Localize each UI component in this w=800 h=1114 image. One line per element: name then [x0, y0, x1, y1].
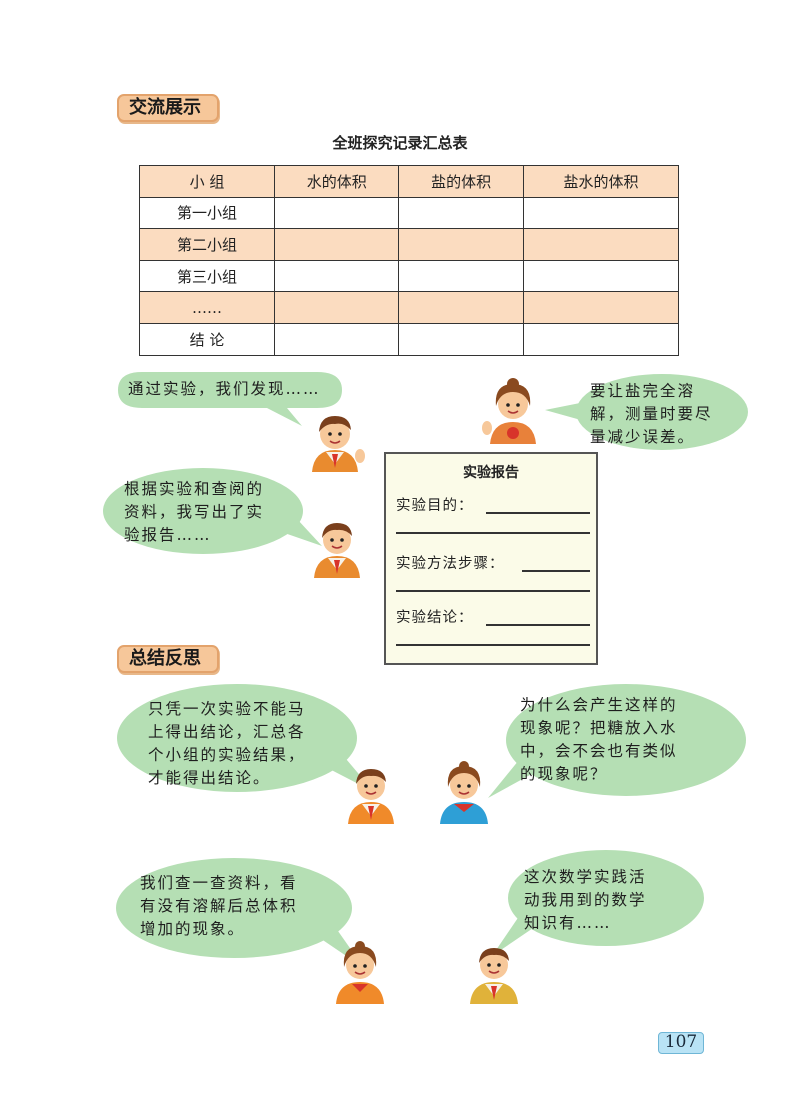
- bubble-text-knowledge-3: 知识有……: [524, 914, 612, 932]
- boy-icon: [348, 769, 394, 824]
- section-tag-exchange: 交流展示: [117, 94, 219, 122]
- table-title: 全班探究记录汇总表: [332, 134, 468, 152]
- cell: [522, 322, 680, 356]
- table-row: 第二小组: [139, 228, 680, 261]
- row-label: 第三小组: [139, 259, 275, 293]
- speech-bubble-knowledge: [492, 850, 704, 956]
- page-number: 107: [658, 1032, 704, 1054]
- cell: [273, 322, 400, 356]
- bubble-text-why-3: 中，会不会也有类似: [520, 742, 678, 760]
- table-row: 结 论: [139, 322, 680, 356]
- bubble-text-knowledge-2: 动我用到的数学: [524, 891, 647, 909]
- girl-icon: [440, 761, 488, 824]
- table-row: 第一小组: [139, 196, 680, 230]
- speech-bubble-discover: [118, 372, 342, 426]
- girl-icon: [336, 941, 384, 1004]
- table-header-row: 小 组 水的体积 盐的体积 盐水的体积: [139, 165, 680, 198]
- experiment-report-box: 实验报告 实验目的： 实验方法步骤： 实验结论：: [384, 452, 598, 665]
- bubble-text-report-3: 验报告……: [124, 526, 212, 544]
- cell: [273, 228, 400, 261]
- table-row: 第三小组: [139, 259, 680, 293]
- cell: [398, 196, 524, 230]
- cell: [398, 228, 524, 261]
- boy-icon: [314, 523, 360, 578]
- cell: [522, 228, 680, 261]
- bubble-text-report-2: 资料，我写出了实: [124, 503, 265, 521]
- cell: [522, 291, 680, 324]
- bubble-text-dissolve-3: 量减少误差。: [590, 428, 696, 446]
- bubble-text-lookup-1: 我们查一查资料，看: [140, 874, 298, 892]
- speech-bubble-report-note: [103, 468, 322, 554]
- cell: [273, 291, 400, 324]
- header-group: 小 组: [139, 165, 275, 198]
- report-conclusion-line: [486, 624, 590, 626]
- cell: [273, 259, 400, 293]
- bubble-text-dissolve-1: 要让盐完全溶: [590, 382, 696, 400]
- summary-table: 小 组 水的体积 盐的体积 盐水的体积 第一小组 第二小组 第三小组 …… 结 …: [139, 165, 680, 356]
- bubble-text-one-test-2: 上得出结论，汇总各: [148, 723, 306, 741]
- cell: [398, 291, 524, 324]
- cell: [522, 259, 680, 293]
- bubble-text-lookup-3: 增加的现象。: [140, 920, 246, 938]
- row-label: 结 论: [139, 322, 275, 356]
- report-purpose-line-2: [396, 532, 590, 534]
- cell: [398, 322, 524, 356]
- report-purpose-line: [486, 512, 590, 514]
- report-method-line-2: [396, 590, 590, 592]
- bubble-text-why-4: 的现象呢？: [520, 765, 608, 783]
- report-conclusion-label: 实验结论：: [396, 610, 474, 626]
- header-salt-volume: 盐的体积: [398, 165, 524, 198]
- row-label: 第一小组: [139, 196, 275, 230]
- row-label: ……: [139, 291, 275, 324]
- bubble-text-lookup-2: 有没有溶解后总体积: [140, 897, 298, 915]
- table-row: ……: [139, 291, 680, 324]
- bubble-text-one-test-4: 才能得出结论。: [148, 769, 271, 787]
- report-conclusion-line-2: [396, 644, 590, 646]
- bubble-text-dissolve-2: 解，测量时要尽: [590, 405, 713, 423]
- speech-bubble-why: [488, 684, 746, 798]
- report-method-label: 实验方法步骤：: [396, 556, 505, 572]
- cell: [398, 259, 524, 293]
- section-tag-summary: 总结反思: [117, 645, 219, 673]
- header-water-volume: 水的体积: [273, 165, 400, 198]
- report-title: 实验报告: [463, 465, 519, 481]
- cell: [273, 196, 400, 230]
- bubble-text-knowledge-1: 这次数学实践活: [524, 868, 647, 886]
- header-saltwater-volume: 盐水的体积: [522, 165, 680, 198]
- bubble-text-discover: 通过实验，我们发现……: [128, 380, 321, 398]
- bubble-text-one-test-1: 只凭一次实验不能马: [148, 700, 306, 718]
- row-label: 第二小组: [139, 228, 275, 261]
- girl-icon: [482, 378, 536, 444]
- cell: [522, 196, 680, 230]
- bubble-text-one-test-3: 个小组的实验结果，: [148, 746, 306, 764]
- bubble-text-why-2: 现象呢？把糖放入水: [520, 719, 678, 737]
- report-method-line: [522, 570, 590, 572]
- speech-bubble-dissolve: [545, 374, 748, 450]
- bubble-text-report-1: 根据实验和查阅的: [124, 480, 265, 498]
- bubble-text-why-1: 为什么会产生这样的: [520, 696, 678, 714]
- boy-icon: [312, 416, 365, 472]
- boy-icon: [470, 948, 518, 1004]
- report-purpose-label: 实验目的：: [396, 498, 474, 514]
